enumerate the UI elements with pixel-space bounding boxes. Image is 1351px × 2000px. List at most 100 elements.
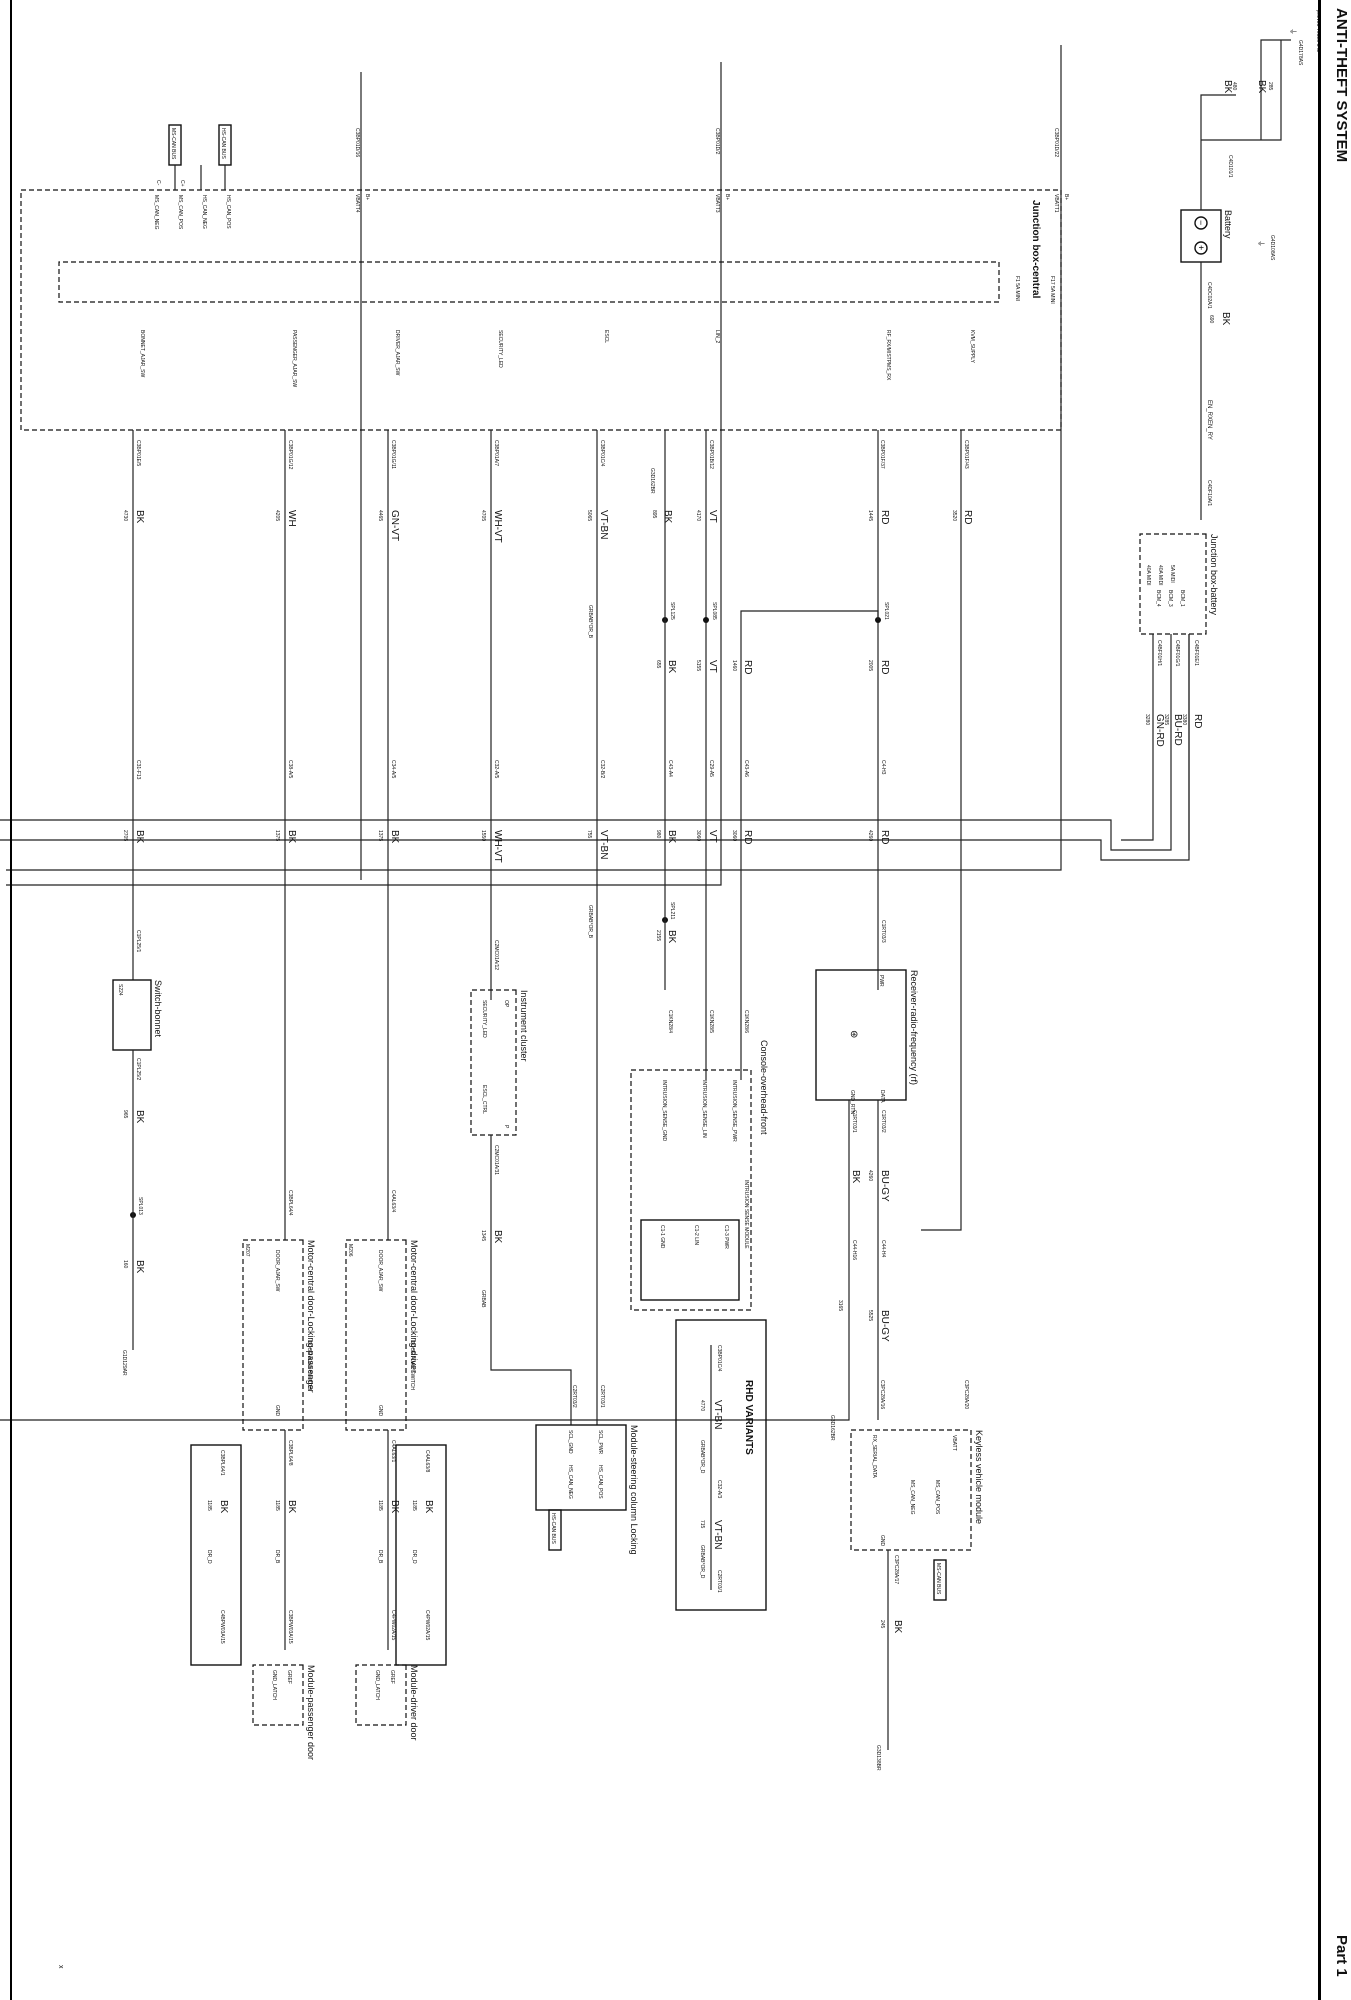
pin-c1-lin: C1-2 LIN	[693, 1225, 699, 1245]
pin-p: P	[503, 1125, 509, 1129]
wire-bk-980: BK	[666, 830, 677, 844]
wire-num-3380: 3380	[1181, 714, 1187, 725]
pin-bcm4: BCM_4	[1155, 590, 1161, 607]
conn-c3bp01c4: C3BP01C/4	[599, 440, 605, 467]
wire-bk-655: BK	[666, 660, 677, 674]
wire-bugy-4260: BU-GY	[879, 1170, 890, 1202]
pin-dr-d: DR_D	[411, 1550, 417, 1564]
receiver-box	[815, 969, 907, 1101]
pin-rx-data: DATA	[879, 1090, 885, 1103]
pin-driver-gnd-latch: GND_LATCH	[374, 1670, 380, 1700]
wire-bk-4260c: BK	[850, 1170, 861, 1184]
conn-c1rt032: C1RT03/2	[880, 1110, 886, 1133]
kvm-box	[850, 1429, 972, 1551]
splice-label-spl021: SPL021	[883, 602, 889, 620]
wire-bk-1185d: BK	[218, 1500, 229, 1514]
pin-scl-pwr: SCL_PWR	[597, 1430, 603, 1455]
pin-rx-gnd: GND_RTN	[849, 1090, 855, 1114]
conn-rhd-grb-or-d: GRBAB*OR_D	[699, 1440, 705, 1474]
rhd-variants-label: RHD VARIANTS	[743, 1380, 754, 1455]
motor-driver-box	[345, 1239, 407, 1431]
pin-op: OP	[503, 1000, 509, 1008]
can-bus-lines	[174, 165, 226, 190]
conn-c3bpl641b: C3BPL64/1	[219, 1450, 225, 1476]
wire-vt-4170: VT	[707, 510, 718, 523]
wire-burd-3285: BU-RD	[1172, 714, 1183, 746]
pin-int-gnd: INTRUSION_SENSE_GND	[661, 1080, 667, 1142]
pin-b-plus-3: B+	[364, 194, 370, 200]
ground-kvm: G3D138BR	[875, 1745, 881, 1771]
wire-num-1375: 1375	[377, 830, 383, 841]
conn-c38a5: C38-A/5	[287, 760, 293, 779]
conn-c4bf01e1: C4BF01E/1	[1193, 640, 1199, 666]
wire-rd-3060: RD	[742, 830, 753, 844]
wire-num-3285: 3285	[1163, 714, 1169, 725]
wire-vtbn-755: VT-BN	[598, 830, 609, 859]
kvm-ms-can-label: MS-CAN BUS	[935, 1563, 941, 1595]
wire-bk-2705: BK	[134, 830, 145, 844]
pin-en-rx: EN_RXEN_RY	[1206, 400, 1212, 440]
motor-driver-label: Motor-central door-Locking-driver	[409, 1240, 419, 1373]
wire-battery-ground	[1200, 39, 1291, 210]
splice-label-spl085: SPL085	[711, 602, 717, 620]
intrusion-label: INTRUSION SENSE MODULE	[743, 1180, 749, 1249]
wire-num-285: 285	[1267, 82, 1273, 91]
wire-num-965: 965	[122, 1110, 128, 1119]
pin-c1-pwr: C1-3 PWR	[723, 1225, 729, 1249]
ms-can-bus-label: MS-CAN BUS	[170, 128, 176, 160]
pin-c1-gnd: C1-1 GND	[659, 1225, 665, 1249]
wire-bk-285: BK	[1256, 80, 1267, 94]
pin-steer-hs-pos: HS_CAN_POS	[597, 1465, 603, 1499]
conn-c1kn285: C1KN28/5	[708, 1010, 714, 1033]
jb-central-inner	[58, 261, 1000, 303]
conn-rhd-c3bp01c4: C3BP01C/4	[716, 1345, 722, 1372]
ground-icon-2: ⏚	[1257, 240, 1265, 247]
wire-num-5525: 5525	[867, 1310, 873, 1321]
jb-battery-box	[1139, 533, 1207, 635]
wire-num-1460: 1460	[731, 660, 737, 671]
conn-c3bpw03a15: C3BPW03A/15	[287, 1610, 293, 1644]
wire-num-1185b: 1185	[411, 1500, 417, 1511]
conn-c3bp01b12: C3BP01B/12	[708, 440, 714, 469]
wire-num-245: 245	[879, 1620, 885, 1629]
wire-num-3520: 3520	[951, 510, 957, 521]
wire-num-980: 980	[655, 830, 661, 839]
conn-c43a4: C43-A4	[667, 760, 673, 777]
conn-grb-or-b: GRBAB*OR_B	[587, 605, 593, 639]
wire-bk-160: BK	[134, 1260, 145, 1274]
pin-vbatt4: VBATT4	[354, 194, 360, 213]
pin-vbatt3: VBATT3	[714, 194, 720, 213]
wire-gnvt-4465: GN-VT	[389, 510, 400, 541]
pin-dr-b: DR_B	[377, 1550, 383, 1564]
pin-ms-can-neg: MS_CAN_NEG	[153, 195, 159, 230]
pin-kvm-ms-neg: MS_CAN_NEG	[909, 1480, 915, 1515]
wire-num-4260b: 4260	[867, 1170, 873, 1181]
wires-jb-battery-out	[0, 634, 1190, 861]
pin-bcm1: BCM_1	[1179, 590, 1185, 607]
wire-rx-out	[0, 1100, 879, 1421]
wire-vt-3060: VT	[707, 830, 718, 843]
wire-num-1185c: 1185	[274, 1500, 280, 1511]
switch-pass-ajar: DOOR AJAR SWITCH	[306, 1340, 312, 1390]
conn-c3bpl644: C3BPL64/4	[287, 1190, 293, 1216]
wire-rd-3380: RD	[1192, 714, 1203, 728]
conn-c4al638: C4AL63/8	[424, 1450, 430, 1472]
wire-cluster-escl	[490, 1135, 572, 1425]
conn-c1rt03: C1RT03/3	[880, 920, 886, 943]
receiver-label: Receiver-radio-frequency (rf)	[909, 970, 919, 1085]
wire-num-4170: 4170	[695, 510, 701, 521]
conn-c3bp01d22: C3BP01D/22	[1053, 128, 1059, 157]
wire-vt-5155: VT	[707, 660, 718, 673]
conn-c2mc01a12: C2MC01A/12	[493, 940, 499, 970]
wire-num-4705: 4705	[480, 510, 486, 521]
splice-label-spl211: SPL211	[669, 902, 675, 920]
conn-c44h16: C44-H16	[851, 1240, 857, 1260]
pin-rf-rx: RF_RX/MISTPMS_RX	[885, 330, 891, 381]
wire-bk-895: BK	[662, 510, 673, 524]
conn-c3bp01g12: C3BP01G/12	[287, 440, 293, 470]
conn-c4pw02a15: C4PW02A/15	[390, 1610, 396, 1641]
pin-driver-gnd: GND	[377, 1405, 383, 1417]
pin-driver-gref: GREF	[389, 1670, 395, 1684]
conn-c1kn286: C1KN28/6	[743, 1010, 749, 1033]
